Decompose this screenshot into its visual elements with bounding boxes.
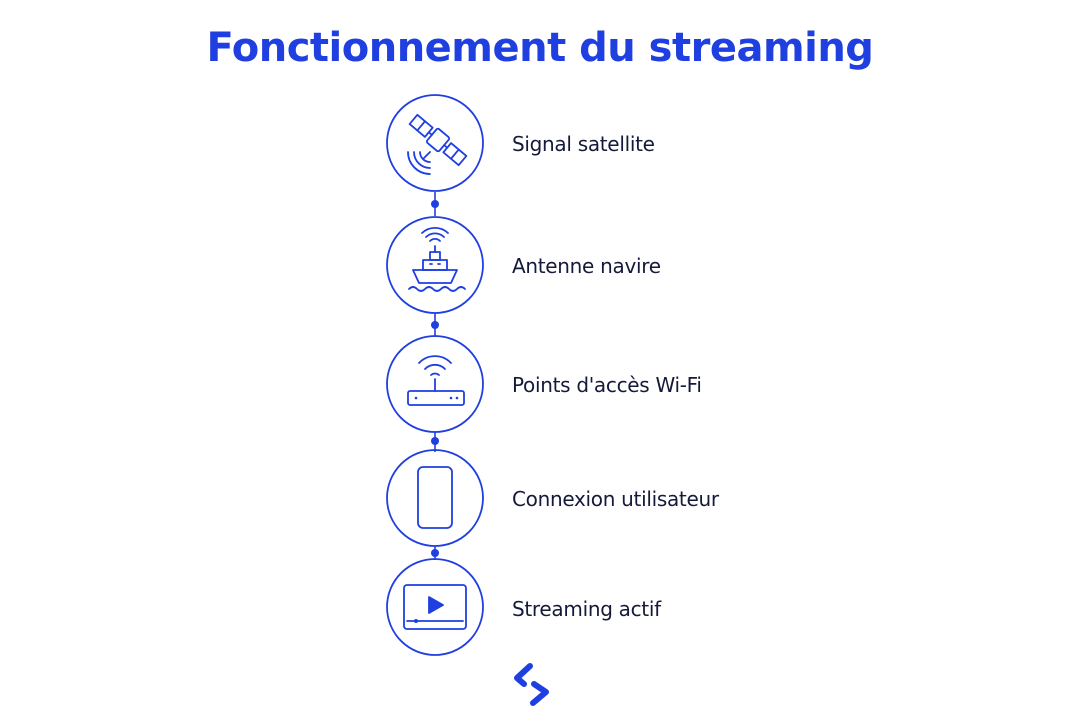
step-circle-1 xyxy=(386,94,484,192)
step-label-connexion-utilisateur: Connexion utilisateur xyxy=(512,487,719,511)
step-label-points-acces-wifi: Points d'accès Wi-Fi xyxy=(512,373,702,397)
step-circle-5 xyxy=(386,558,484,656)
step-label-antenne-navire: Antenne navire xyxy=(512,254,661,278)
smartphone-icon xyxy=(417,466,453,529)
step-label-signal-satellite: Signal satellite xyxy=(512,132,655,156)
step-circle-2 xyxy=(386,216,484,314)
wifi-router-icon xyxy=(407,355,465,406)
page-title: Fonctionnement du streaming xyxy=(206,25,874,71)
satellite-icon xyxy=(407,113,468,175)
step-label-streaming-actif: Streaming actif xyxy=(512,597,661,621)
step-circle-4 xyxy=(386,449,484,547)
flow-connectors xyxy=(431,192,439,560)
connector-dot-1 xyxy=(431,200,439,208)
step-circle-3 xyxy=(386,335,484,433)
step-circles xyxy=(386,94,484,656)
video-player-icon xyxy=(403,584,467,630)
ship-antenna-icon xyxy=(408,226,466,292)
connector-dot-2 xyxy=(431,321,439,329)
brand-logo xyxy=(514,663,549,706)
connector-dot-4 xyxy=(431,549,439,557)
connector-dot-3 xyxy=(431,437,439,445)
